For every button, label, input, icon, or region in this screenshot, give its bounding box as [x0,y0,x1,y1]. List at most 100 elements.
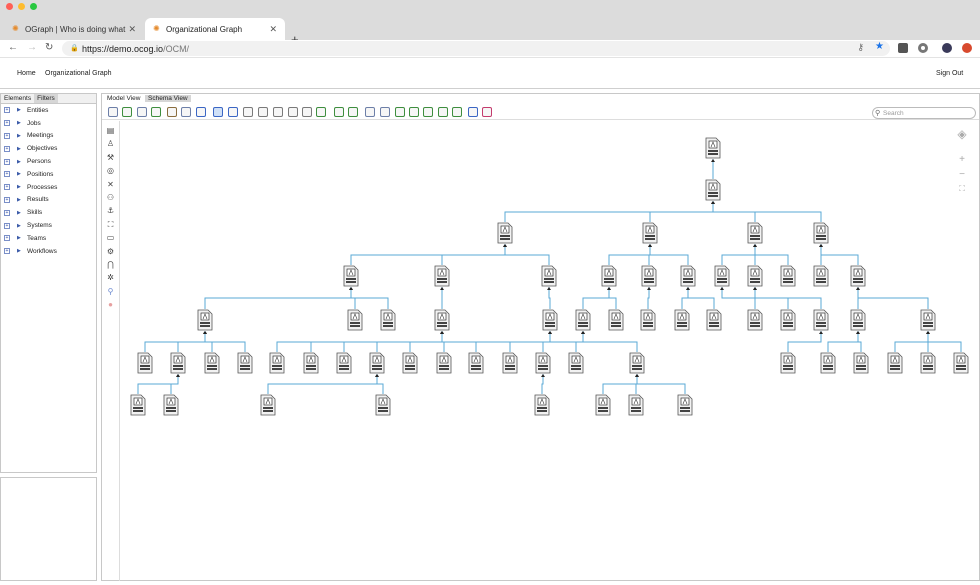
pointer-icon[interactable] [196,107,206,117]
browser-tab-ograph[interactable]: ✺ OGraph | Who is doing what ✕ [4,18,144,40]
zoom-in-icon[interactable] [243,107,253,117]
element-type-item[interactable]: +▶Jobs [1,117,96,130]
org-node-icon[interactable] [402,352,418,374]
element-type-item[interactable]: +▶Meetings [1,130,96,143]
org-node-icon[interactable] [680,265,696,287]
org-node-icon[interactable] [642,222,658,244]
org-node-icon[interactable] [747,309,763,331]
org-node-icon[interactable] [130,394,146,416]
org-node-icon[interactable] [920,352,936,374]
move-icon[interactable] [228,107,238,117]
preview-icon[interactable] [181,107,191,117]
zoom-out-icon[interactable] [258,107,268,117]
extension-shield-icon[interactable] [962,43,972,53]
expand-icon[interactable]: + [4,209,10,216]
back-arrow-icon[interactable]: ← [8,42,18,53]
expand-icon[interactable]: + [4,196,10,203]
nav-home-link[interactable]: Home [17,70,36,77]
org-node-icon[interactable] [820,352,836,374]
forward-arrow-icon[interactable]: → [27,42,37,53]
org-node-icon[interactable] [677,394,693,416]
zoom-out-icon[interactable]: − [959,169,965,180]
new-icon[interactable] [108,107,118,117]
key-icon[interactable]: ⚷ [857,42,864,52]
nav-organizational-graph-link[interactable]: Organizational Graph [45,70,112,77]
org-node-icon[interactable] [375,394,391,416]
fit-screen-icon[interactable]: ⛶ [959,184,965,193]
org-node-icon[interactable] [747,222,763,244]
org-node-icon[interactable] [502,352,518,374]
hand-icon[interactable] [213,107,223,117]
org-node-icon[interactable] [747,265,763,287]
org-node-icon[interactable] [780,309,796,331]
expand-icon[interactable]: + [4,235,10,242]
org-node-icon[interactable] [542,309,558,331]
result-icon[interactable]: ⋂ [107,260,114,269]
workflow-icon[interactable]: ⛶ [107,219,114,229]
org-node-icon[interactable] [629,352,645,374]
grid-icon[interactable] [395,107,405,117]
job-icon[interactable]: ♙ [106,139,115,149]
org-node-icon[interactable] [813,265,829,287]
skill-icon[interactable]: ⚙ [106,246,115,256]
select-icon[interactable] [380,107,390,117]
org-node-icon[interactable] [534,394,550,416]
org-node-icon[interactable] [197,309,213,331]
element-type-item[interactable]: +▶Results [1,194,96,207]
org-node-icon[interactable] [640,309,656,331]
record-icon[interactable]: ● [108,300,113,310]
org-node-icon[interactable] [953,352,969,374]
org-node-icon[interactable] [706,309,722,331]
org-node-icon[interactable] [575,309,591,331]
org-node-icon[interactable] [714,265,730,287]
org-node-icon[interactable] [303,352,319,374]
zoom-actual-icon[interactable] [288,107,298,117]
org-node-icon[interactable] [705,179,721,201]
expand-icon[interactable]: + [4,248,10,255]
element-type-item[interactable]: +▶Positions [1,168,96,181]
org-node-icon[interactable] [343,265,359,287]
tab-schema-view[interactable]: Schema View [145,95,191,102]
expand-icon[interactable]: + [4,184,10,191]
expand-icon[interactable]: + [4,120,10,127]
extension-circle-icon[interactable] [918,43,928,53]
browser-tab-organizational-graph[interactable]: ✺ Organizational Graph ✕ [145,18,285,40]
entity-icon[interactable]: ▤ [106,126,115,135]
element-type-item[interactable]: +▶Skills [1,206,96,219]
close-tab-icon[interactable]: ✕ [128,24,136,34]
open-icon[interactable] [122,107,132,117]
extension-icon[interactable] [898,43,908,53]
org-node-icon[interactable] [137,352,153,374]
minimize-window-button[interactable] [18,3,25,10]
org-node-icon[interactable] [269,352,285,374]
element-type-item[interactable]: +▶Teams [1,232,96,245]
org-node-icon[interactable] [163,394,179,416]
org-node-icon[interactable] [705,137,721,159]
search-icon[interactable]: ⚲ [107,286,114,296]
org-node-icon[interactable] [813,222,829,244]
org-node-icon[interactable] [641,265,657,287]
print-icon[interactable] [167,107,177,117]
expand-icon[interactable]: + [4,107,10,114]
org-node-icon[interactable] [336,352,352,374]
org-node-icon[interactable] [237,352,253,374]
org-node-icon[interactable] [170,352,186,374]
settings-icon[interactable] [365,107,375,117]
expand-icon[interactable]: + [4,145,10,152]
objective-icon[interactable]: ◎ [107,166,114,176]
org-node-icon[interactable] [628,394,644,416]
process-icon[interactable]: ✕ [107,179,114,189]
org-node-icon[interactable] [780,265,796,287]
url-input[interactable]: 🔒 https://demo.ocog.io/OCM/ ⚷ ★ [62,41,890,56]
org-node-icon[interactable] [853,352,869,374]
org-node-icon[interactable] [436,352,452,374]
paste-icon[interactable] [151,107,161,117]
org-node-icon[interactable] [204,352,220,374]
close-window-button[interactable] [6,3,13,10]
org-node-icon[interactable] [369,352,385,374]
org-node-icon[interactable] [468,352,484,374]
expand-icon[interactable]: + [4,222,10,229]
org-node-icon[interactable] [887,352,903,374]
tab-filters[interactable]: Filters [34,94,58,103]
meeting-icon[interactable]: ⚒ [106,152,115,162]
